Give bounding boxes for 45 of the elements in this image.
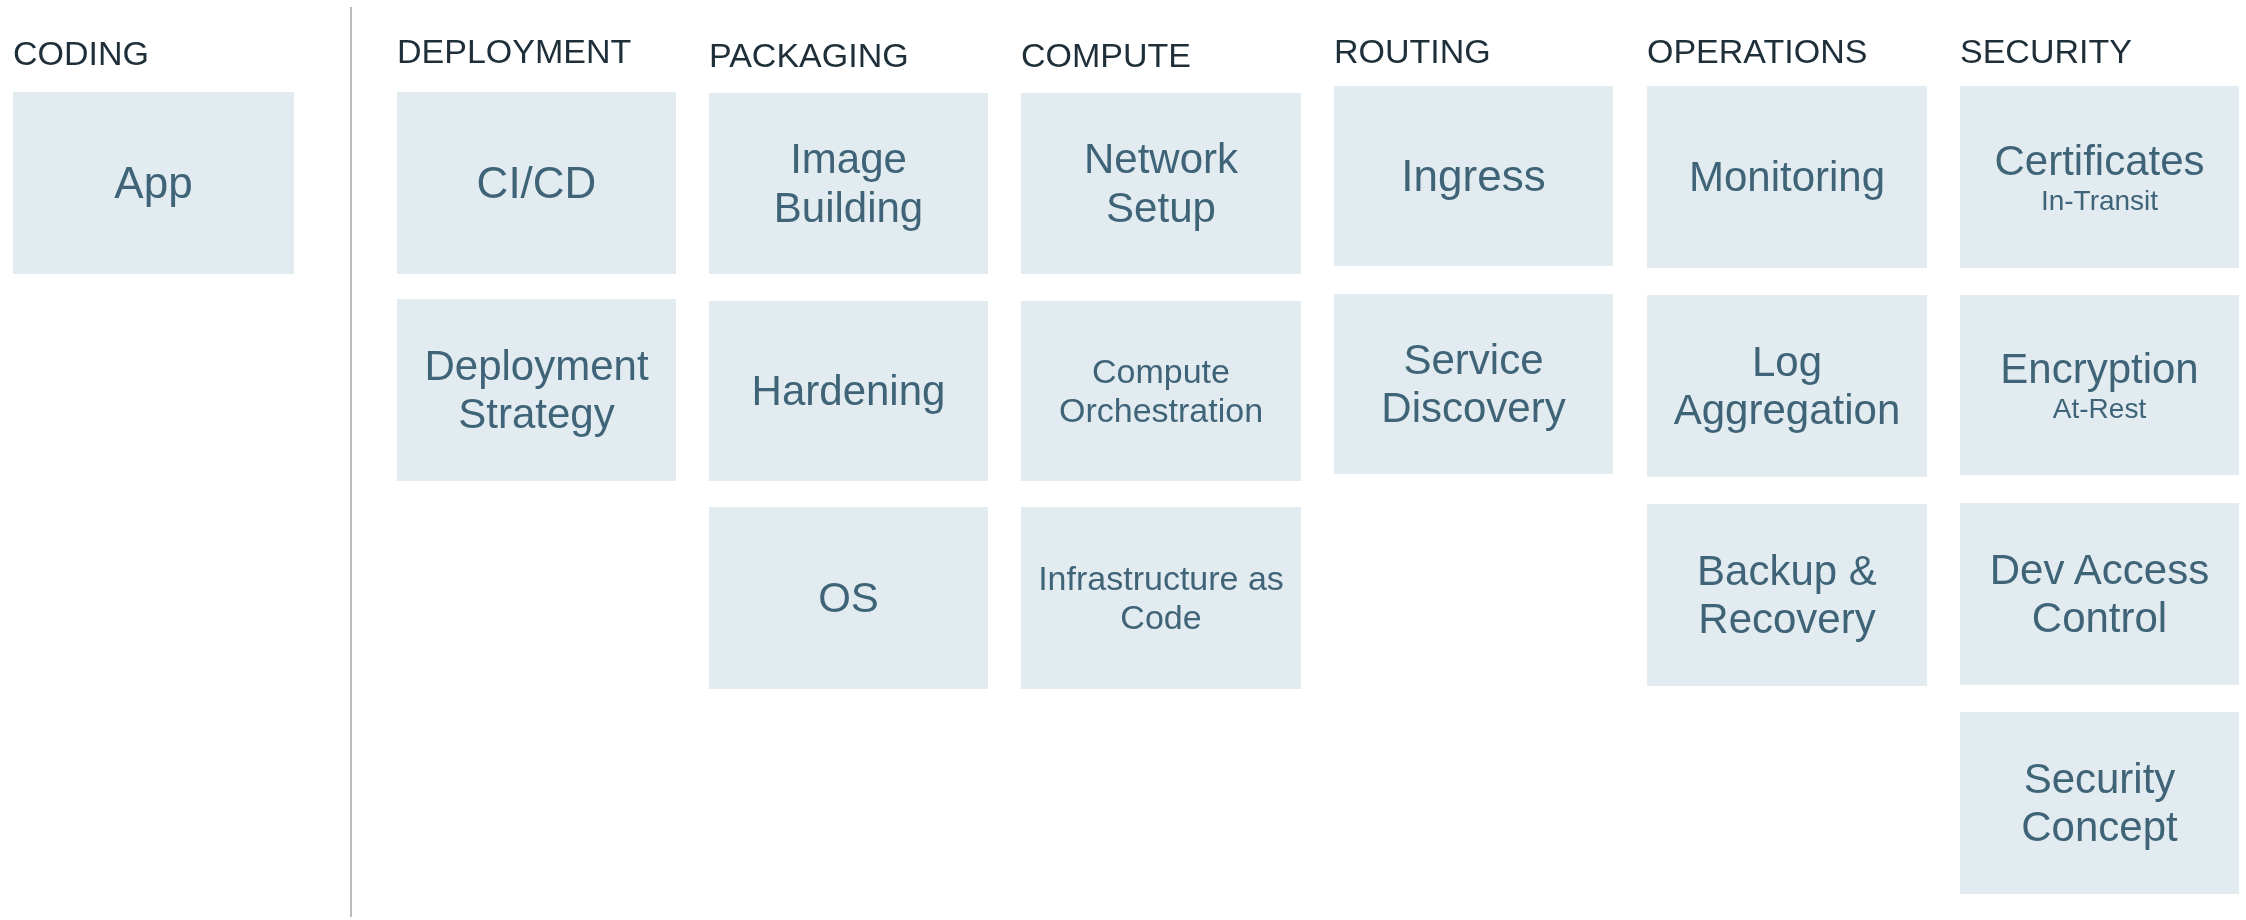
box-title: OS <box>818 573 879 623</box>
box-title: Service Discovery <box>1380 335 1567 433</box>
column-heading: CODING <box>13 36 149 70</box>
column-heading: COMPUTE <box>1021 38 1191 72</box>
box-title: Encryption <box>2000 344 2199 394</box>
box-title: Hardening <box>751 366 946 416</box>
box-title: Image Building <box>772 135 925 232</box>
box-title: Monitoring <box>1688 152 1886 202</box>
box-title: Deployment Strategy <box>423 341 650 439</box>
box-title: App <box>114 157 193 209</box>
box-title: Log Aggregation <box>1672 337 1902 435</box>
category-box <box>397 92 676 274</box>
box-title: CI/CD <box>476 157 597 209</box>
box-title: Ingress <box>1401 150 1546 202</box>
category-box <box>709 93 988 274</box>
box-title: Security Concept <box>2020 754 2179 852</box>
box-title: Certificates <box>1994 136 2205 186</box>
column-heading: PACKAGING <box>709 38 909 72</box>
column-heading: DEPLOYMENT <box>397 34 632 68</box>
category-box <box>13 92 294 274</box>
column-heading: OPERATIONS <box>1647 34 1868 68</box>
category-box <box>1334 86 1613 266</box>
category-box <box>709 301 988 481</box>
category-box <box>1021 93 1301 274</box>
category-box <box>1960 86 2239 268</box>
box-title: Network Setup <box>1082 135 1239 232</box>
column-heading: ROUTING <box>1334 34 1491 68</box>
box-subtitle: In-Transit <box>2040 185 2159 218</box>
category-box <box>1960 712 2239 894</box>
box-title: Dev Access Control <box>1988 545 2211 643</box>
box-title: Infrastructure as Code <box>1037 558 1285 638</box>
category-box <box>1960 295 2239 475</box>
box-title: Backup & Recovery <box>1696 546 1878 644</box>
category-box <box>709 507 988 689</box>
category-box <box>1647 504 1927 686</box>
category-box <box>1647 295 1927 477</box>
category-box <box>1960 503 2239 685</box>
box-subtitle: At-Rest <box>2052 393 2147 426</box>
category-box <box>1021 301 1301 481</box>
category-box <box>1334 294 1613 474</box>
box-title: Compute Orchestration <box>1057 351 1265 431</box>
column-heading: SECURITY <box>1960 34 2132 68</box>
category-box <box>1021 507 1301 689</box>
category-box <box>397 299 676 481</box>
category-box <box>1647 86 1927 268</box>
